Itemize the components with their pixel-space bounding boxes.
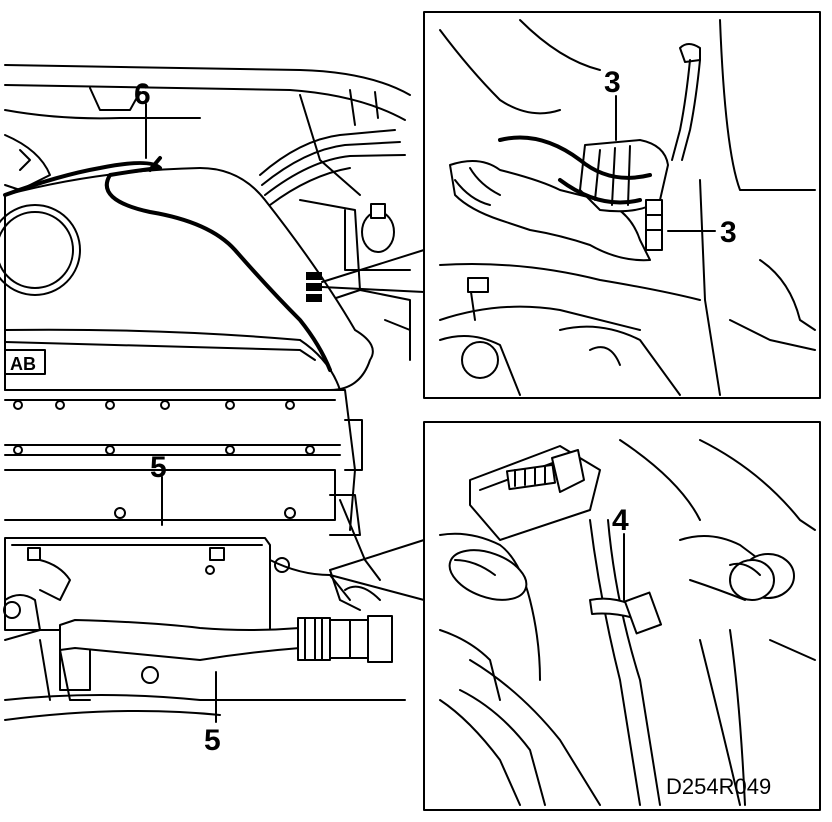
callout-5-top: 5 [150, 451, 167, 484]
hand [449, 160, 651, 262]
cover-bolts [13, 400, 315, 519]
detail-inset-top [423, 11, 821, 399]
section-marker [306, 272, 322, 302]
callout-3-top: 3 [604, 66, 621, 99]
callout-3-right: 3 [720, 216, 737, 249]
engine-bay-view: AB [0, 64, 411, 721]
brand-badge-text: AB [10, 354, 36, 374]
inset-bottom-pointer [329, 539, 425, 601]
cable-item-6 [3, 161, 332, 372]
callout-4: 4 [612, 504, 629, 537]
inset-top-pointer [321, 249, 425, 293]
drawing-code: D254R049 [666, 774, 771, 799]
callout-6: 6 [134, 78, 151, 111]
brand-badge [4, 349, 46, 375]
leader-lines [145, 103, 217, 723]
detail-inset-bottom [423, 421, 821, 811]
callout-5-bottom: 5 [204, 724, 221, 757]
